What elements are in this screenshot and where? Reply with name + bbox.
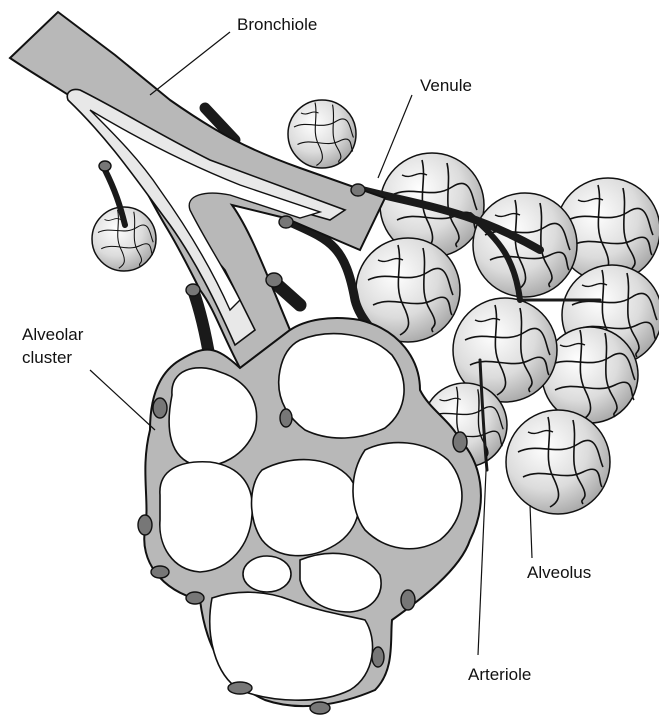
- arteriole-label: Arteriole: [468, 665, 531, 684]
- alveolar-chamber: [279, 334, 404, 438]
- alveolar-cluster-label-line1: Alveolar: [22, 325, 84, 344]
- alveolar-cluster: [138, 318, 481, 714]
- alveolus-sphere: [288, 100, 356, 168]
- alveolar-chamber: [353, 443, 462, 549]
- alveolar-chamber: [243, 556, 291, 592]
- alveolus-sphere: [506, 410, 610, 514]
- bronchiole-label: Bronchiole: [237, 15, 317, 34]
- venule-label: Venule: [420, 76, 472, 95]
- alveolar-cluster-label-line2: cluster: [22, 348, 72, 367]
- alveolus-label: Alveolus: [527, 563, 591, 582]
